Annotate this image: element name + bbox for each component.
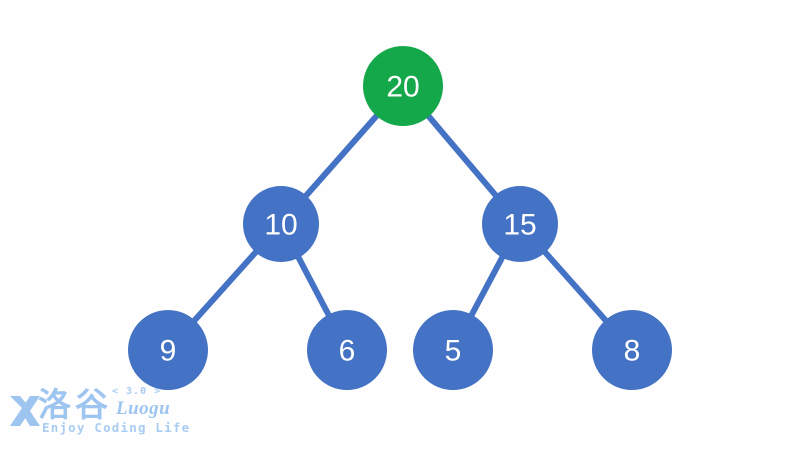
- tree-node-label: 8: [624, 335, 641, 368]
- tree-node-label: 20: [386, 71, 419, 104]
- tree-node[interactable]: 5: [413, 310, 493, 390]
- tree-node-label: 10: [264, 209, 297, 242]
- tree-node-circle[interactable]: [243, 186, 319, 262]
- tree-node-label: 5: [445, 335, 462, 368]
- tree-node-circle[interactable]: [413, 310, 493, 390]
- tree-node-label: 15: [503, 209, 536, 242]
- tree-node-circle[interactable]: [363, 46, 443, 126]
- tree-node[interactable]: 15: [482, 186, 558, 262]
- node-layer: 20 10 15 9 6 5 8: [128, 46, 672, 390]
- tree-node-label: 9: [160, 335, 177, 368]
- tree-node-circle[interactable]: [128, 310, 208, 390]
- tree-node[interactable]: 8: [592, 310, 672, 390]
- tree-node[interactable]: 6: [307, 310, 387, 390]
- tree-node-circle[interactable]: [307, 310, 387, 390]
- tree-node[interactable]: 9: [128, 310, 208, 390]
- tree-node-circle[interactable]: [482, 186, 558, 262]
- tree-node-circle[interactable]: [592, 310, 672, 390]
- tree-node[interactable]: 10: [243, 186, 319, 262]
- tree-node[interactable]: 20: [363, 46, 443, 126]
- tree-node-label: 6: [339, 335, 356, 368]
